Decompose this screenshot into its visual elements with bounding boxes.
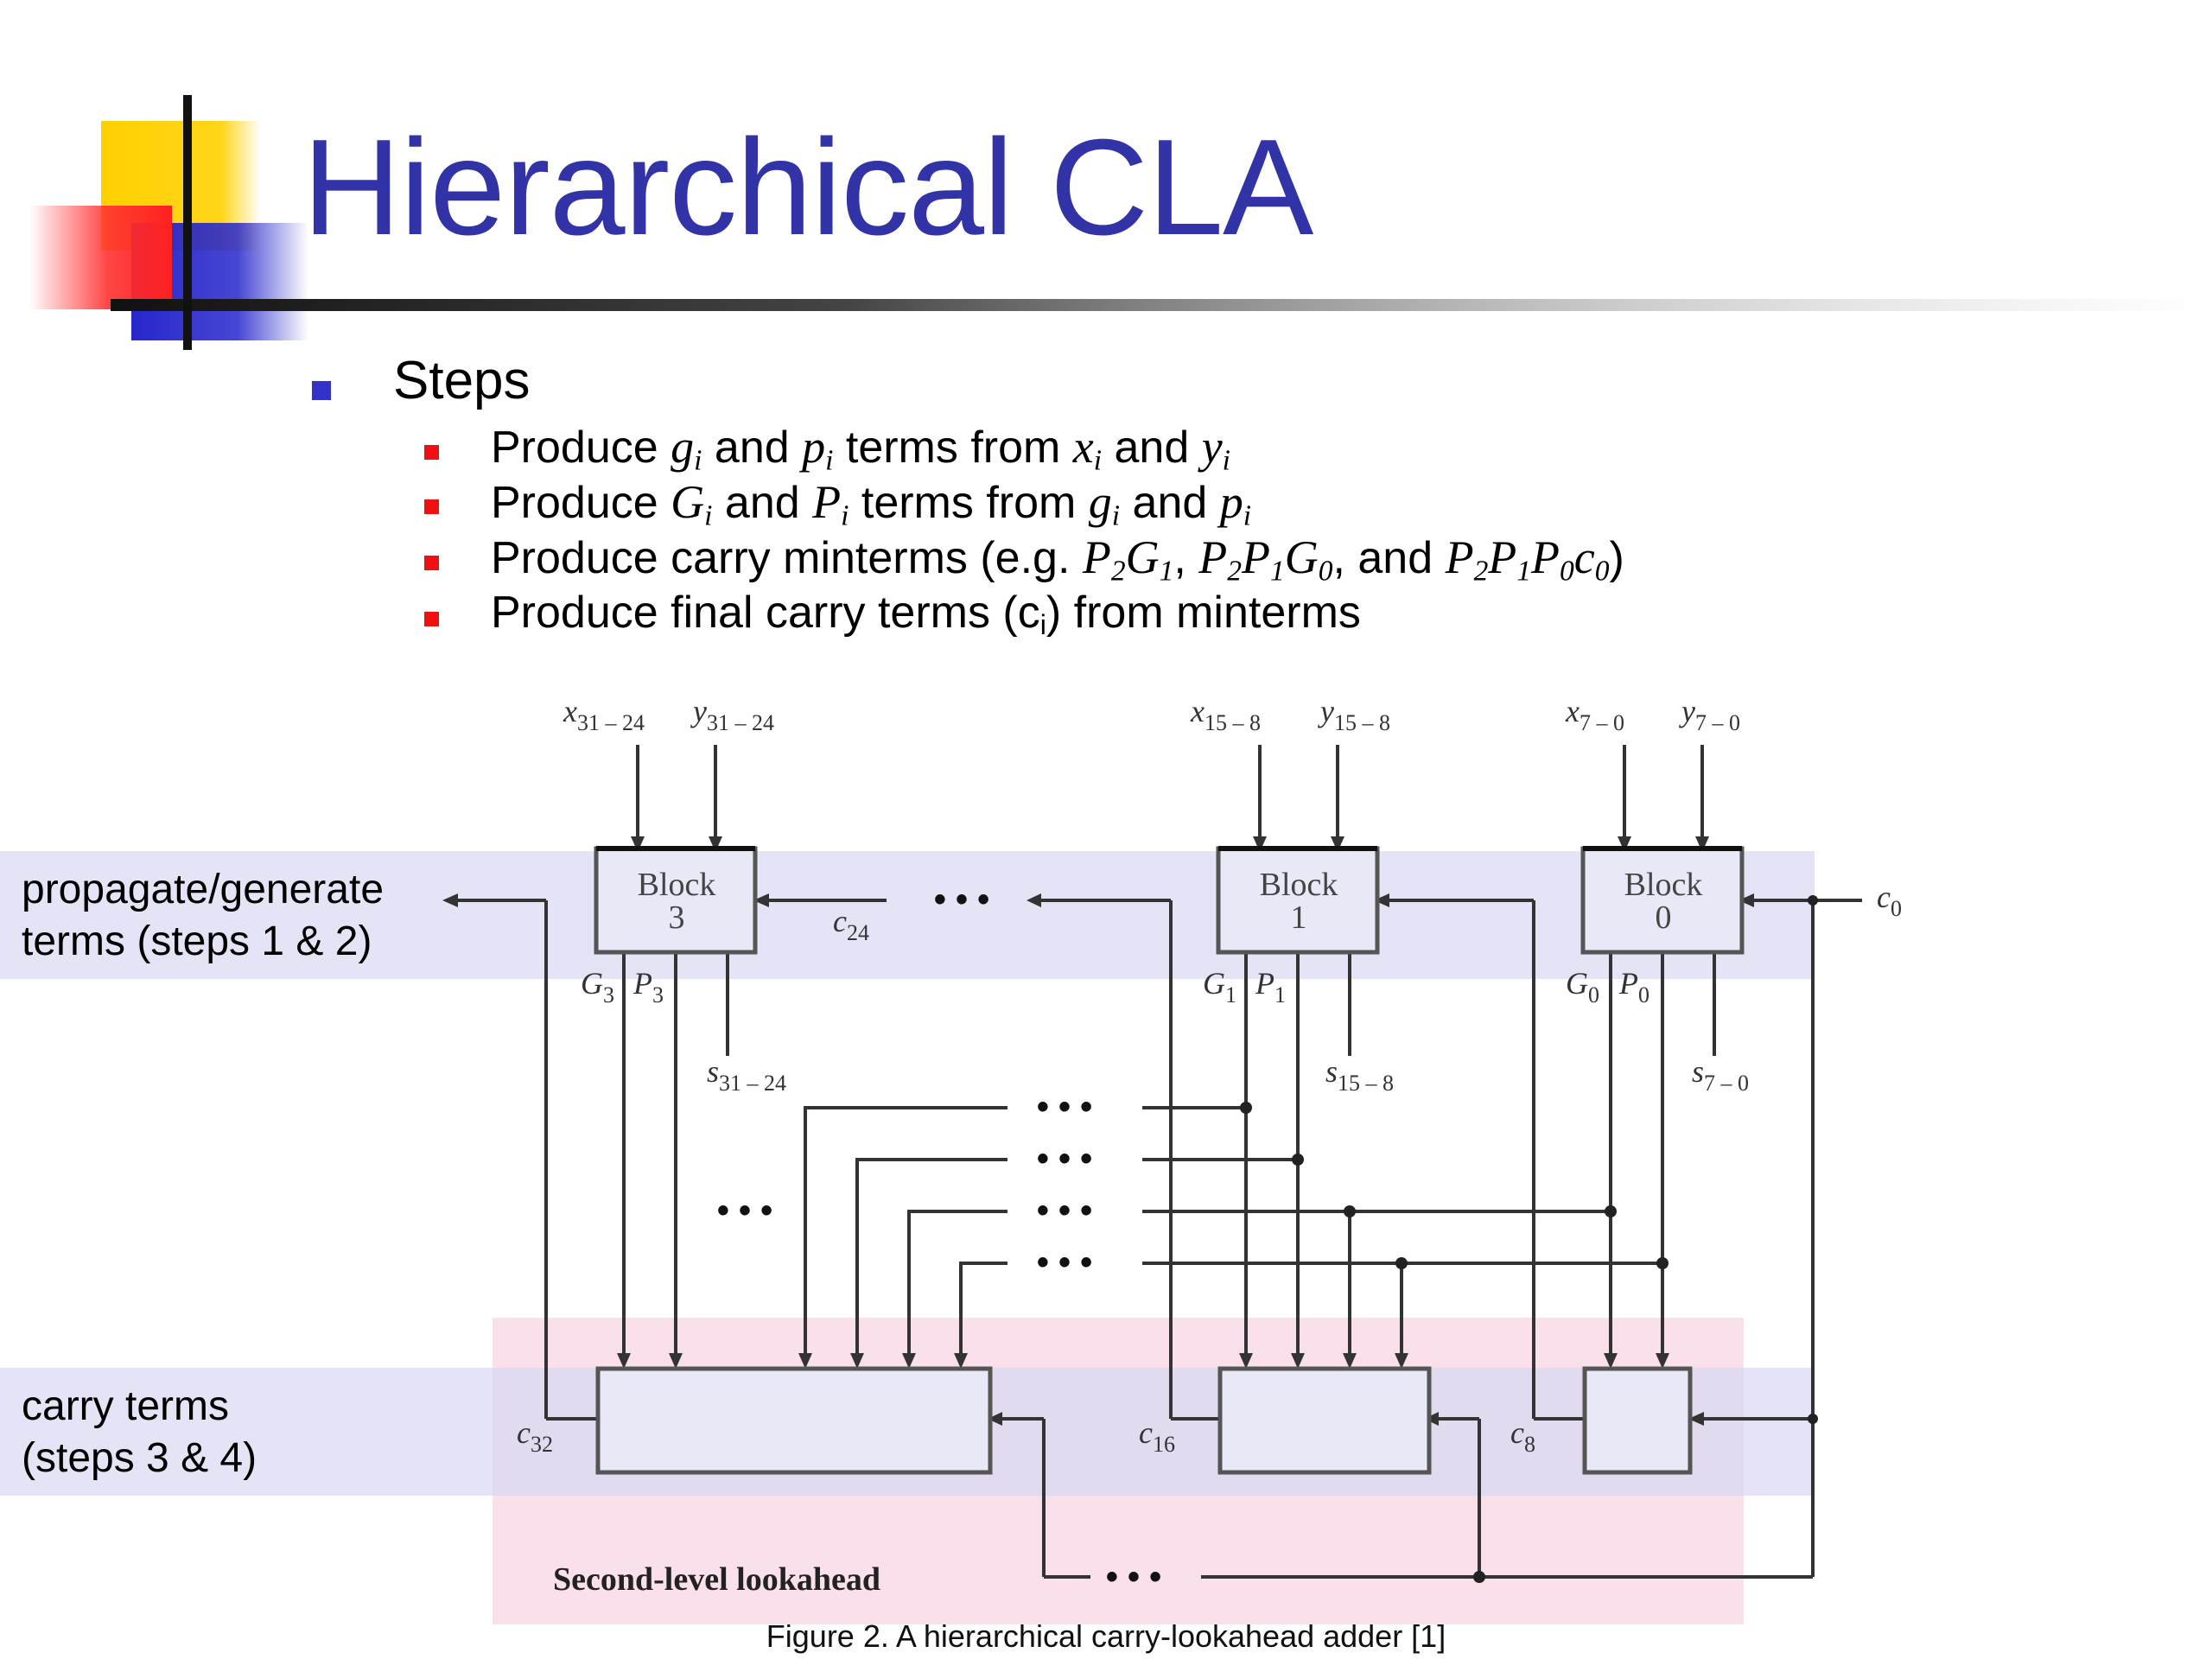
carry-c8: c8 [1510,1415,1535,1457]
label-G1: G1 [1203,966,1236,1007]
sum-s3: s31 – 24 [707,1054,786,1096]
steps-heading: Steps [393,351,531,410]
step-item: Produce Gi and Pi terms from gi and pi [491,476,1252,532]
carry-c24: c24 [833,904,869,945]
input-y3: y31 – 24 [690,694,774,735]
ellipsis: • • • [1037,1088,1092,1126]
block-3-label: Block [638,867,716,903]
block-1 [1216,846,1380,955]
ellipsis: • • • [1106,1558,1161,1596]
carry-block-0 [1582,1366,1693,1475]
label-P3: P3 [632,966,664,1007]
step-item: Produce final carry terms (ci) from mint… [491,588,1361,641]
bullet-square [424,499,439,514]
input-x0: x7 – 0 [1565,694,1624,735]
step-item: Produce carry minterms (e.g. P2G1, P2P1G… [491,531,1624,588]
block-3-number: 3 [669,899,685,936]
junction-dots [1240,895,1818,1583]
input-x1: x15 – 8 [1190,694,1261,735]
sum-s1: s15 – 8 [1325,1054,1394,1096]
step-item: Produce gi and pi terms from xi and yi [491,421,1230,477]
block-1-label: Block [1260,867,1338,903]
sum-s0: s7 – 0 [1692,1054,1749,1096]
carry-block-3 [595,1366,993,1475]
second-level-blocks [595,1366,1693,1475]
label-P1: P1 [1255,966,1286,1007]
ellipsis: • • • [1037,1140,1092,1178]
block-0-label: Block [1624,867,1703,903]
label-G3: G3 [581,966,614,1007]
ellipsis: • • • [1037,1192,1092,1230]
title-decoration [29,95,2212,350]
vertical-bar [183,95,192,350]
input-x3: x31 – 24 [563,694,645,735]
band-carry-label: (steps 3 & 4) [22,1435,257,1481]
ellipsis: • • • [1037,1243,1092,1281]
carry-block-1 [1217,1366,1432,1475]
band-propagate-label: propagate/generate [22,867,384,912]
carry-c32: c32 [517,1415,553,1457]
arrowheads [442,836,1754,1426]
wires [458,745,1862,1579]
ellipsis: • • • [934,880,989,918]
block-0-number: 0 [1656,899,1672,936]
band-propagate-label: terms (steps 1 & 2) [22,918,372,964]
bullet-square [424,445,439,460]
bullet-square [424,556,439,570]
bullet-square [312,381,331,400]
label-G0: G0 [1566,966,1599,1007]
carry-c16: c16 [1139,1415,1175,1457]
ellipsis: • • • [717,1192,772,1230]
second-level-label: Second-level lookahead [553,1561,880,1598]
block-3 [594,846,758,955]
block-0 [1580,846,1745,955]
input-y0: y7 – 0 [1679,694,1740,735]
band-carry-label: carry terms [22,1383,229,1429]
label-P0: P0 [1618,966,1649,1007]
figure-caption: Figure 2. A hierarchical carry-lookahead… [766,1618,1446,1654]
input-y1: y15 – 8 [1318,694,1390,735]
bullet-square [424,612,439,626]
red-square [29,206,172,309]
carry-in-c0: c0 [1877,880,1902,921]
block-1-number: 1 [1291,899,1307,936]
page-title: Hierarchical CLA [302,111,1313,264]
band-propagate-generate [0,851,1815,979]
first-level-blocks [594,846,1745,955]
title-underline [111,299,2212,311]
